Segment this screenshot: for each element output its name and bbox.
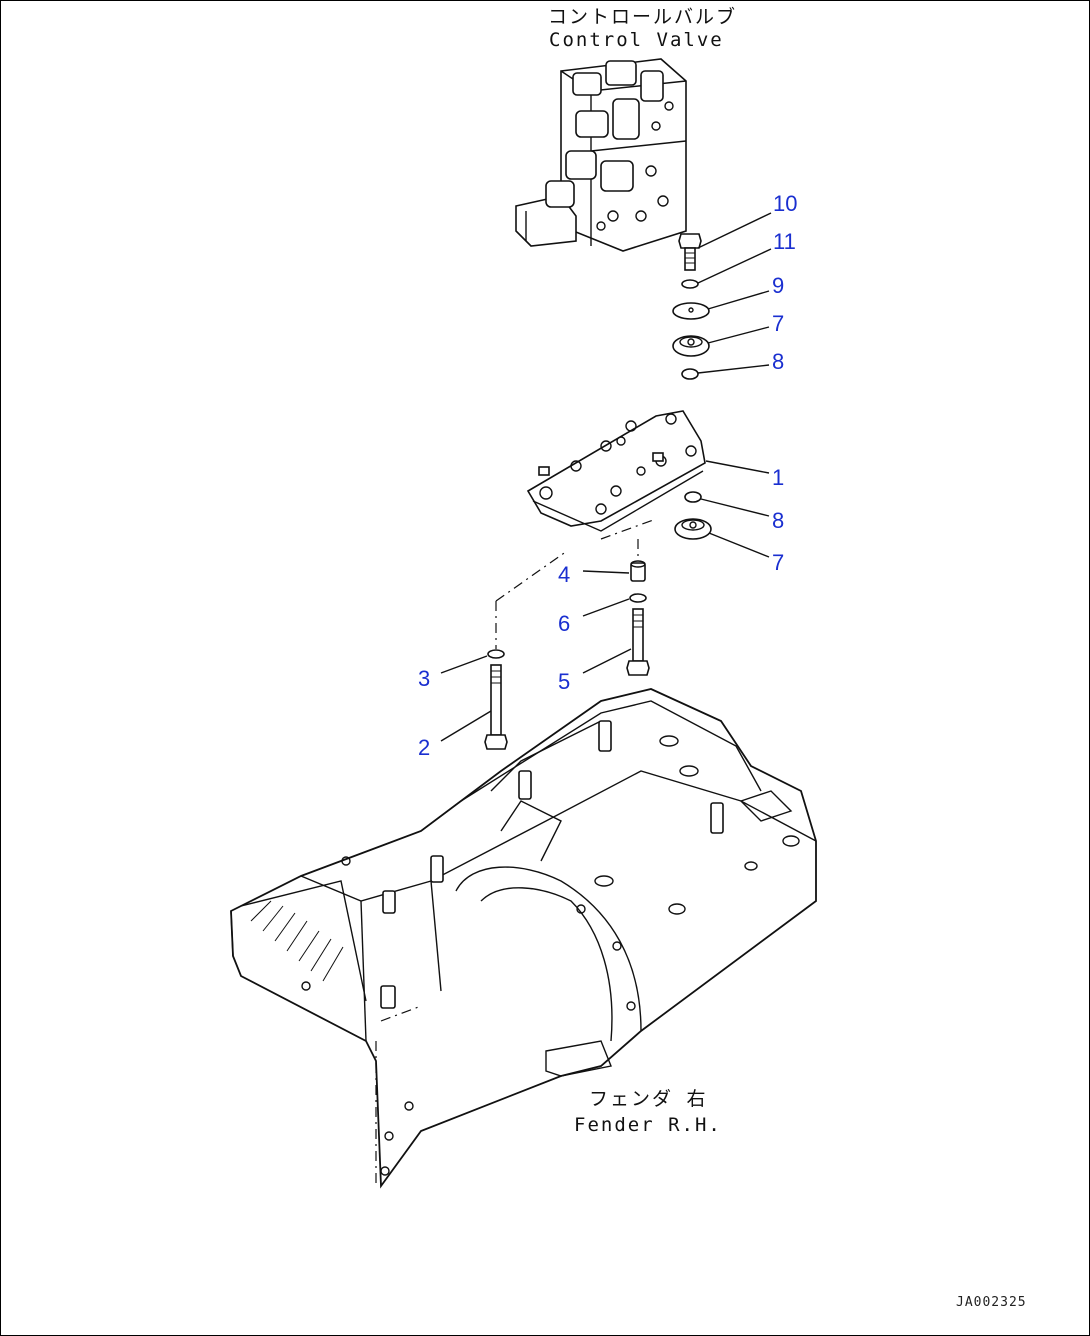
callout-10: 10	[773, 191, 797, 216]
callout-8-upper: 8	[772, 349, 784, 374]
bolt-part-5	[626, 608, 650, 676]
fender-label-jp: フェンダ 右	[589, 1088, 707, 1110]
control-valve-label-en: Control Valve	[549, 29, 724, 51]
ring-part-8-lower	[684, 491, 702, 503]
washer-part-6	[629, 593, 647, 603]
callout-6: 6	[558, 611, 570, 636]
callout-5: 5	[558, 669, 570, 694]
callout-8-lower: 8	[772, 508, 784, 533]
control-valve-drawing	[515, 58, 687, 252]
fender-drawing	[230, 688, 817, 1189]
washer-part-11	[681, 279, 699, 289]
washer-part-3	[487, 649, 505, 659]
cover-plate-part-1	[526, 410, 706, 532]
drawing-code: JA002325	[956, 1295, 1027, 1310]
mount-part-7-lower	[674, 518, 712, 540]
control-valve-label-jp: コントロールバルブ	[548, 5, 737, 28]
callout-9: 9	[772, 273, 784, 298]
callout-7-upper: 7	[772, 311, 784, 336]
callout-1: 1	[772, 465, 784, 490]
callout-2: 2	[418, 735, 430, 760]
bolt-part-10	[678, 233, 702, 271]
fender-label-en: Fender R.H.	[574, 1114, 722, 1136]
spacer-part-4	[630, 560, 646, 582]
callout-11: 11	[773, 229, 796, 254]
plate-part-9	[672, 302, 710, 320]
callout-3: 3	[418, 666, 430, 691]
bolt-part-2	[484, 664, 508, 750]
ring-part-8-upper	[681, 368, 699, 380]
callout-4: 4	[558, 562, 570, 587]
callout-7-lower: 7	[772, 550, 784, 575]
mount-part-7-upper	[672, 335, 710, 357]
